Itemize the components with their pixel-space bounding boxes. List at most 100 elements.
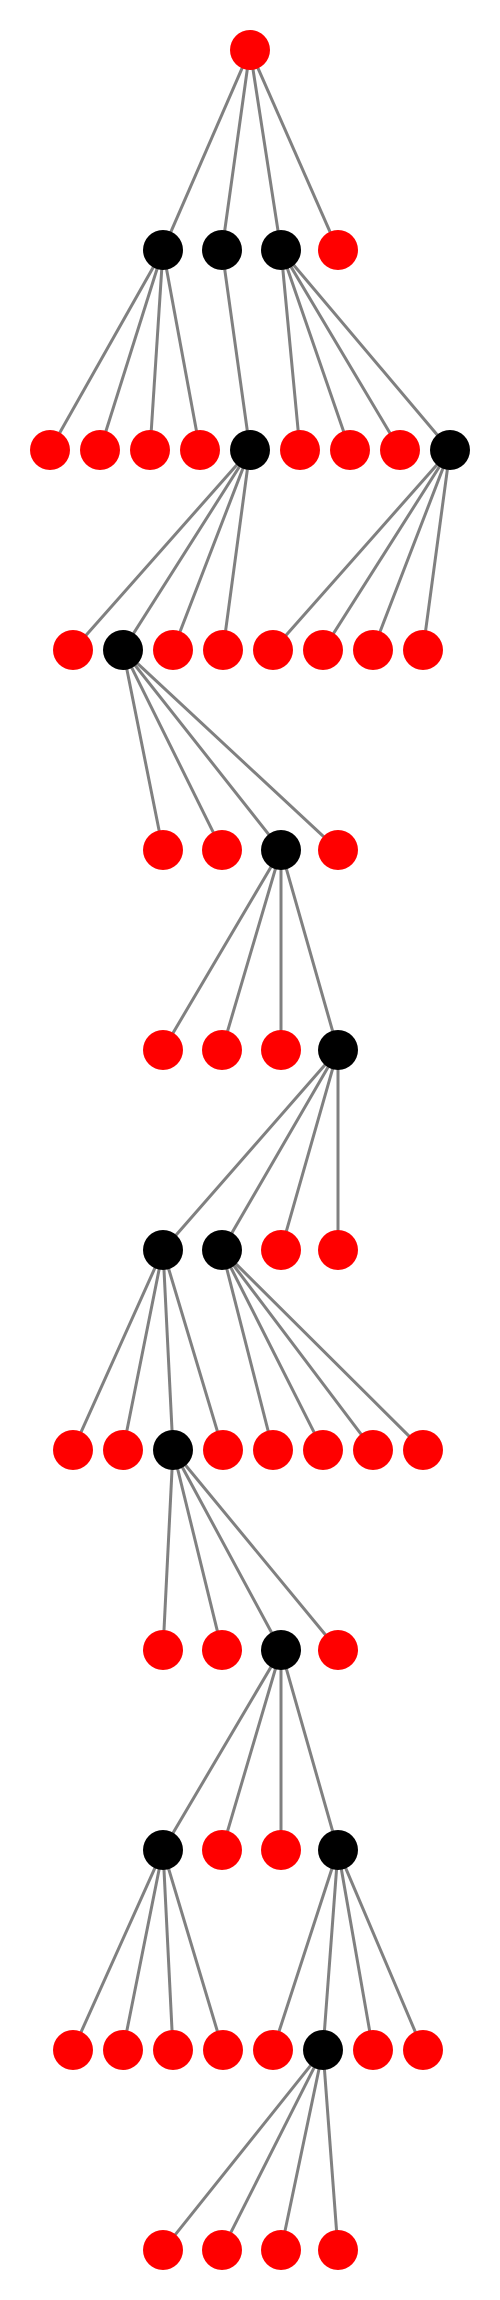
internal-node-n9: [230, 430, 270, 470]
edge-n24-n29: [279, 849, 340, 1051]
edge-n30-n36: [161, 1249, 175, 1451]
edge-n36-n44: [171, 1449, 283, 1651]
leaf-node-n40: [353, 1430, 393, 1470]
internal-node-n44: [261, 1630, 301, 1670]
leaf-node-n8: [180, 430, 220, 470]
leaf-node-n6: [80, 430, 120, 470]
edge-n3-n12: [279, 249, 402, 451]
edge-n36-n45: [171, 1449, 340, 1651]
leaf-node-n21: [403, 630, 443, 670]
edge-n15-n23: [121, 649, 224, 851]
leaf-node-n18: [253, 630, 293, 670]
edge-n55-n58: [161, 2049, 325, 2251]
leaf-node-n28: [261, 1030, 301, 1070]
leaf-node-n26: [143, 1030, 183, 1070]
edge-n0-n4: [248, 49, 340, 251]
edge-n46-n50: [71, 1849, 165, 2051]
edge-n55-n61: [321, 2049, 340, 2251]
edge-n15-n24: [121, 649, 283, 851]
leaf-node-n38: [253, 1430, 293, 1470]
internal-node-n30: [143, 1230, 183, 1270]
leaf-node-n41: [403, 1430, 443, 1470]
internal-node-n29: [318, 1030, 358, 1070]
internal-node-n15: [103, 630, 143, 670]
leaf-node-n47: [202, 1830, 242, 1870]
edge-n1-n6: [98, 249, 165, 451]
leaf-node-n59: [202, 2230, 242, 2270]
leaf-node-n16: [153, 630, 193, 670]
edge-n0-n3: [248, 49, 283, 251]
leaf-node-n25: [318, 830, 358, 870]
internal-node-n2: [202, 230, 242, 270]
edge-n46-n53: [161, 1849, 225, 2051]
edge-n49-n55: [321, 1849, 340, 2051]
leaf-node-n58: [143, 2230, 183, 2270]
edge-n46-n51: [121, 1849, 165, 2051]
leaf-node-n19: [303, 630, 343, 670]
edge-n29-n31: [220, 1049, 340, 1251]
internal-node-n13: [430, 430, 470, 470]
leaf-node-n42: [143, 1630, 183, 1670]
leaf-node-n10: [280, 430, 320, 470]
edge-n1-n8: [161, 249, 202, 451]
edge-n9-n16: [171, 449, 252, 651]
edge-n29-n32: [279, 1049, 340, 1251]
tree-edges: [48, 49, 452, 2251]
edge-n13-n21: [421, 449, 452, 651]
edge-n0-n2: [220, 49, 252, 251]
leaf-node-n4: [318, 230, 358, 270]
edge-n36-n43: [171, 1449, 224, 1651]
tree-nodes: [30, 30, 470, 2270]
edge-n44-n49: [279, 1649, 340, 1851]
internal-node-n3: [261, 230, 301, 270]
edge-n46-n52: [161, 1849, 175, 2051]
leaf-node-n34: [53, 1430, 93, 1470]
leaf-node-n33: [318, 1230, 358, 1270]
leaf-node-n23: [202, 830, 242, 870]
edge-n31-n39: [220, 1249, 325, 1451]
internal-node-n46: [143, 1830, 183, 1870]
edge-n30-n34: [71, 1249, 165, 1451]
leaf-node-n57: [403, 2030, 443, 2070]
leaf-node-n0: [230, 30, 270, 70]
edge-n55-n59: [220, 2049, 325, 2251]
edge-n13-n19: [321, 449, 452, 651]
edge-n13-n18: [271, 449, 452, 651]
leaf-node-n60: [261, 2230, 301, 2270]
edge-n9-n15: [121, 449, 252, 651]
leaf-node-n48: [261, 1830, 301, 1870]
edge-n13-n20: [371, 449, 452, 651]
edge-n30-n37: [161, 1249, 225, 1451]
edge-n49-n54: [271, 1849, 340, 2051]
edge-n24-n26: [161, 849, 283, 1051]
internal-node-n49: [318, 1830, 358, 1870]
edge-n49-n57: [336, 1849, 425, 2051]
edge-n31-n40: [220, 1249, 375, 1451]
leaf-node-n43: [202, 1630, 242, 1670]
edge-n30-n35: [121, 1249, 165, 1451]
leaf-node-n12: [380, 430, 420, 470]
leaf-node-n35: [103, 1430, 143, 1470]
leaf-node-n7: [130, 430, 170, 470]
leaf-node-n27: [202, 1030, 242, 1070]
leaf-node-n61: [318, 2230, 358, 2270]
edge-n44-n46: [161, 1649, 283, 1851]
edge-n3-n10: [279, 249, 302, 451]
edge-n36-n42: [161, 1449, 175, 1651]
leaf-node-n45: [318, 1630, 358, 1670]
leaf-node-n51: [103, 2030, 143, 2070]
internal-node-n31: [202, 1230, 242, 1270]
edge-n15-n25: [121, 648, 340, 852]
internal-node-n55: [303, 2030, 343, 2070]
internal-node-n24: [261, 830, 301, 870]
edge-n44-n47: [220, 1649, 283, 1851]
internal-node-n1: [143, 230, 183, 270]
leaf-node-n37: [203, 1430, 243, 1470]
edge-n3-n11: [279, 249, 352, 451]
leaf-node-n54: [253, 2030, 293, 2070]
leaf-node-n11: [330, 430, 370, 470]
leaf-node-n5: [30, 430, 70, 470]
leaf-node-n32: [261, 1230, 301, 1270]
leaf-node-n53: [203, 2030, 243, 2070]
edge-n49-n56: [336, 1849, 375, 2051]
